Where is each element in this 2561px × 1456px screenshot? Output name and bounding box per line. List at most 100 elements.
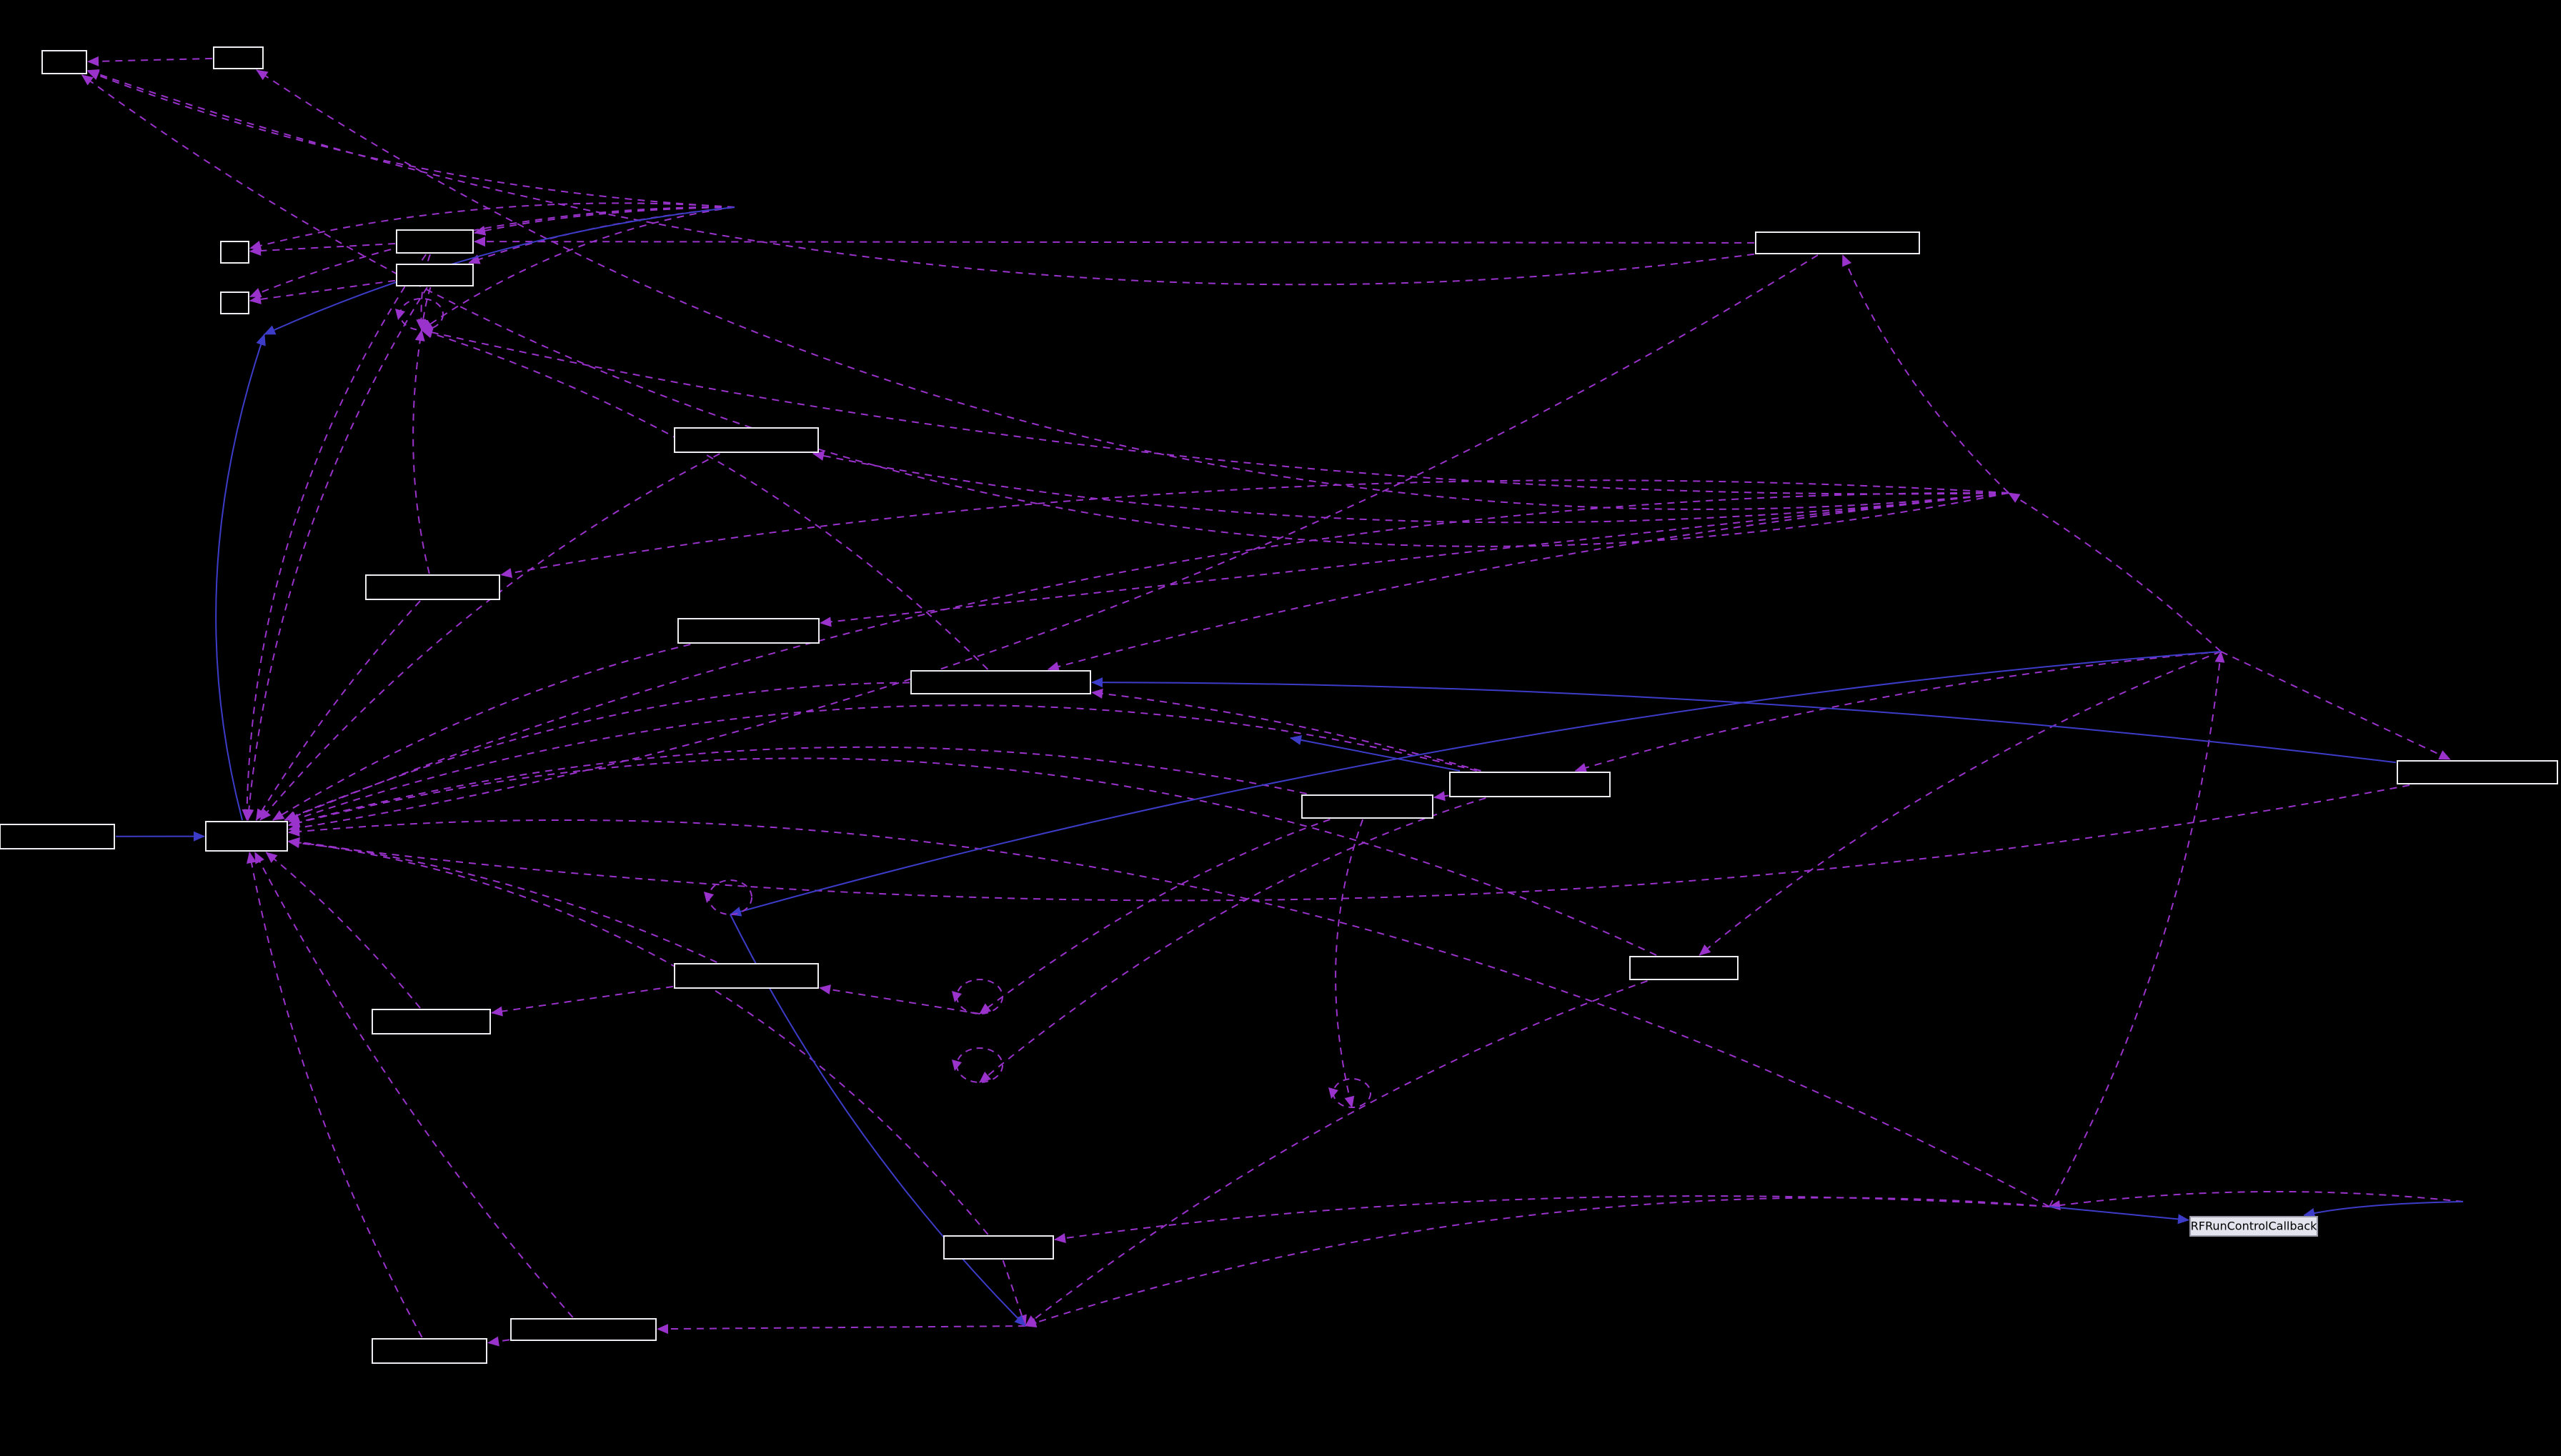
usage-edge xyxy=(259,453,720,821)
graph-node-b[interactable] xyxy=(213,46,264,69)
graph-node-box[interactable] xyxy=(2397,760,2558,784)
usage-edge xyxy=(288,784,2410,902)
graph-node-s[interactable] xyxy=(943,1235,1054,1260)
self-loop-arrowhead xyxy=(704,892,714,903)
usage-edge xyxy=(474,206,735,236)
graph-node-rfrun[interactable]: RFRunControlCallback xyxy=(2189,1216,2318,1237)
usage-edge xyxy=(812,451,2009,524)
usage-edge xyxy=(242,254,427,821)
graph-node-a[interactable] xyxy=(41,50,87,74)
usage-edge xyxy=(288,704,1478,823)
usage-edge xyxy=(1574,651,2222,773)
graph-node-box[interactable] xyxy=(396,264,474,286)
graph-node-q[interactable] xyxy=(674,963,819,989)
inheritance-edge xyxy=(1091,677,2397,764)
self-loop-arrowhead xyxy=(952,991,962,1002)
usage-edge xyxy=(1091,688,1481,772)
graph-node-box[interactable] xyxy=(205,821,288,852)
graph-node-box[interactable] xyxy=(365,574,500,600)
usage-edge xyxy=(491,985,674,1017)
graph-node-box[interactable] xyxy=(910,670,1091,694)
usage-edge xyxy=(979,819,1331,1014)
usage-edge xyxy=(288,837,717,963)
graph-node-o[interactable] xyxy=(0,824,115,849)
usage-edge xyxy=(1025,980,1648,1327)
graph-node-box[interactable] xyxy=(213,46,264,69)
graph-node-box[interactable] xyxy=(1755,231,1920,254)
usage-edge xyxy=(288,819,2050,1207)
graph-node-box[interactable] xyxy=(0,824,115,849)
usage-edge xyxy=(87,70,735,208)
graph-node-m[interactable] xyxy=(1449,772,1611,797)
graph-node-box[interactable] xyxy=(677,618,820,644)
graph-node-u[interactable] xyxy=(510,1318,657,1341)
graph-node-box[interactable] xyxy=(41,50,87,74)
graph-node-box[interactable] xyxy=(396,229,474,254)
usage-edge xyxy=(254,852,574,1318)
inheritance-edge xyxy=(1290,734,1461,772)
usage-edge xyxy=(1433,791,1449,802)
usage-edge xyxy=(412,329,430,574)
usage-edge xyxy=(2220,651,2451,760)
usage-edge xyxy=(284,682,910,821)
graph-node-d[interactable] xyxy=(220,291,249,314)
graph-node-box[interactable] xyxy=(372,1009,491,1034)
graph-node-box[interactable] xyxy=(943,1235,1054,1260)
graph-node-box[interactable] xyxy=(1629,956,1739,980)
graph-edges xyxy=(81,56,2464,1347)
graph-node-p[interactable] xyxy=(1629,956,1739,980)
graph-node-box[interactable] xyxy=(1301,794,1433,819)
usage-edge xyxy=(2049,1190,2464,1210)
graph-node-n[interactable] xyxy=(2397,760,2558,784)
graph-node-box[interactable] xyxy=(220,291,249,314)
graph-node-t[interactable] xyxy=(372,1338,487,1364)
graph-node-f[interactable] xyxy=(396,264,474,286)
graph-node-i[interactable] xyxy=(365,574,500,600)
graph-node-label: RFRunControlCallback xyxy=(2191,1220,2317,1233)
self-loop-arrowhead xyxy=(952,1059,962,1071)
usage-edge xyxy=(820,492,2009,627)
graph-node-hub[interactable] xyxy=(205,821,288,852)
graph-node-box[interactable] xyxy=(1449,772,1611,797)
usage-edge xyxy=(2049,651,2225,1207)
usage-edge xyxy=(272,644,691,821)
usage-edge xyxy=(247,852,423,1338)
graph-node-box[interactable] xyxy=(220,241,249,264)
graph-node-g[interactable] xyxy=(1755,231,1920,254)
inheritance-edge xyxy=(2049,1206,2189,1225)
usage-edge xyxy=(657,1324,1026,1335)
usage-edge xyxy=(255,600,421,821)
graph-node-box[interactable] xyxy=(2189,1216,2318,1237)
graph-node-e[interactable] xyxy=(396,229,474,254)
usage-edge xyxy=(979,797,1486,1083)
self-loop-edge xyxy=(956,979,1003,1014)
graph-node-box[interactable] xyxy=(372,1338,487,1364)
graph-node-box[interactable] xyxy=(674,963,819,989)
graph-node-h[interactable] xyxy=(674,427,819,453)
usage-edge xyxy=(1335,819,1364,1108)
graph-node-box[interactable] xyxy=(510,1318,657,1341)
usage-edge xyxy=(474,236,1755,247)
usage-edge xyxy=(288,837,989,1235)
usage-edge xyxy=(1025,1197,2050,1328)
graph-node-c[interactable] xyxy=(220,241,249,264)
graph-self-loops xyxy=(395,298,1371,1108)
usage-edge xyxy=(244,286,428,821)
usage-edge xyxy=(468,206,735,264)
graph-node-box[interactable] xyxy=(674,427,819,453)
usage-edge xyxy=(288,254,1819,833)
graph-node-j[interactable] xyxy=(677,618,820,644)
usage-edge xyxy=(265,852,421,1009)
usage-edge xyxy=(87,56,213,66)
graph-node-k[interactable] xyxy=(910,670,1091,694)
inheritance-edge xyxy=(215,334,266,821)
usage-edge xyxy=(249,279,396,304)
usage-edge xyxy=(1047,492,2009,672)
inheritance-edge xyxy=(730,651,2222,917)
graph-node-r[interactable] xyxy=(372,1009,491,1034)
usage-edge xyxy=(256,69,2009,510)
graph-node-l[interactable] xyxy=(1301,794,1433,819)
self-loop-edge xyxy=(1333,1078,1371,1108)
